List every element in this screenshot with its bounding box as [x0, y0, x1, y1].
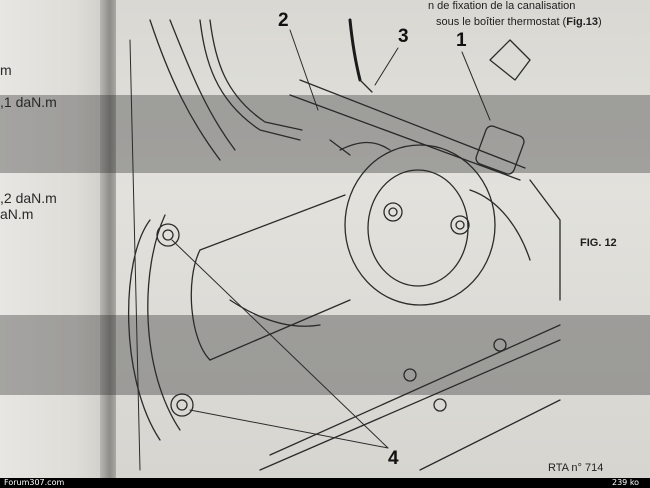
figure-reference: Fig.13 [566, 16, 599, 28]
left-page-line: ,2 daN.m [0, 190, 57, 206]
figure-label: FIG. 12 [580, 237, 617, 249]
callout-1: 1 [456, 30, 467, 51]
right-page [116, 0, 650, 478]
page-footer: RTA n° 714 [548, 462, 604, 474]
caption-line: n de fixation de la canalisation [428, 0, 576, 12]
left-page [0, 0, 108, 478]
caption-text: sous le boîtier thermostat ( [436, 16, 567, 28]
caption-line: sous le boîtier thermostat (Fig.13) [436, 16, 602, 28]
callout-3: 3 [398, 26, 409, 47]
watermark-site: Forum307.com [4, 478, 65, 487]
left-page-line: ,1 daN.m [0, 94, 57, 110]
left-page-line: aN.m [0, 206, 34, 222]
callout-4: 4 [388, 448, 399, 469]
callout-2: 2 [278, 10, 289, 31]
watermark-file-size: 239 ko [612, 478, 640, 487]
caption-text: ) [598, 16, 602, 28]
watermark-bar [0, 478, 650, 488]
left-page-line: m [0, 62, 12, 78]
